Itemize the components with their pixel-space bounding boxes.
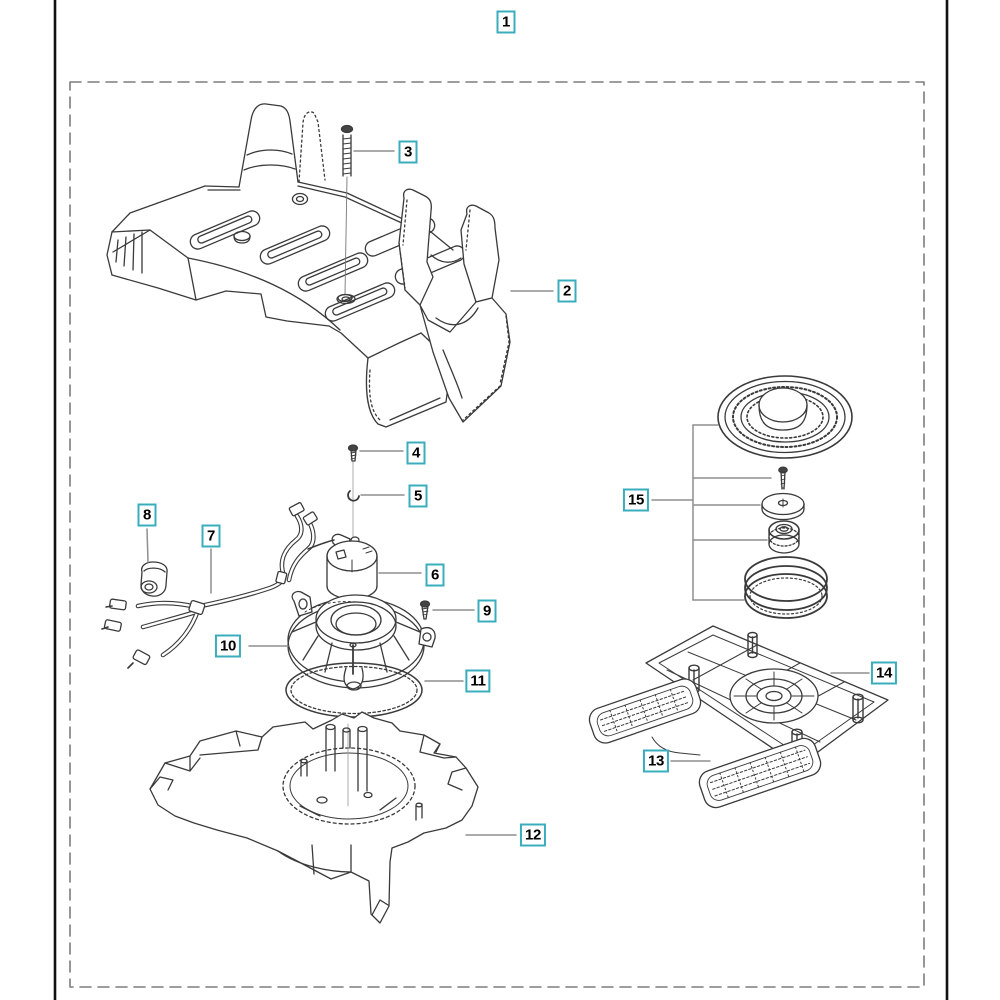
- part-drawing-wheel-assembly: [717, 375, 853, 619]
- callout-5: 5: [408, 484, 428, 508]
- callout-14: 14: [870, 661, 898, 685]
- part-drawing-screw-side: [419, 600, 431, 620]
- part-drawing-rear-cowl: [398, 188, 511, 423]
- part-drawing-top-cover: [106, 103, 466, 428]
- callout-11: 11: [465, 669, 491, 693]
- leader-lines: [146, 150, 870, 836]
- part-drawing-long-screw: [337, 124, 354, 303]
- part-drawing-retainer-clip: [347, 490, 360, 502]
- callout-8: 8: [137, 503, 157, 527]
- part-drawing-grommet: [140, 561, 168, 597]
- callout-13: 13: [642, 749, 670, 773]
- callout-10: 10: [214, 634, 242, 658]
- callout-6: 6: [425, 563, 445, 587]
- callout-3: 3: [398, 140, 418, 164]
- callout-2: 2: [557, 279, 577, 303]
- part-drawing-motor: [326, 533, 378, 600]
- part-drawing-lower-chassis: [149, 711, 479, 924]
- callout-7: 7: [201, 524, 221, 548]
- callout-15: 15: [622, 488, 650, 512]
- callout-1: 1: [496, 10, 516, 34]
- boundary-dashed-border: [69, 81, 925, 988]
- part-drawing-frame-plate: [645, 625, 889, 767]
- part-drawing-tread-plates: [588, 678, 822, 809]
- callout-12: 12: [519, 823, 547, 847]
- part-drawing-cable-harness: [101, 502, 335, 669]
- callout-9: 9: [477, 599, 497, 623]
- part-drawing-motor-mount: [287, 590, 436, 691]
- callout-4: 4: [406, 441, 426, 465]
- part-drawing-seal-ring: [285, 662, 423, 718]
